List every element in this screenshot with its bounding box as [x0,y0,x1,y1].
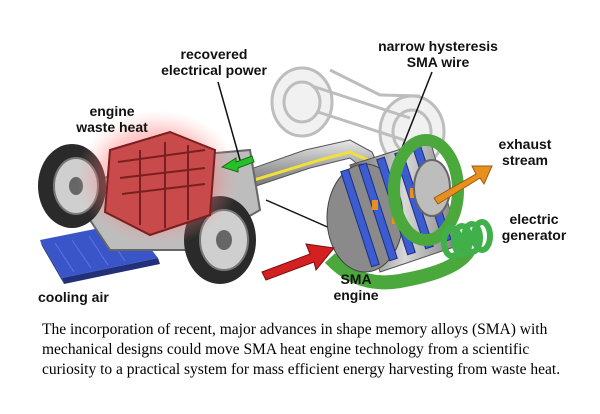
label-electric-generator: electric generator [501,211,567,243]
exhaust-stream-arrow [433,165,493,205]
hot-inlet-arrow [261,243,335,281]
label-recovered-power: recovered electrical power [161,46,267,78]
label-engine-waste-heat: engine waste heat [76,103,148,135]
sma-heat-engine-diagram: recovered electrical power engine waste … [38,38,567,305]
engine-block [76,110,240,246]
sma-engine [324,134,493,290]
label-sma-wire: narrow hysteresis SMA wire [378,38,498,70]
label-exhaust-stream: exhaust stream [498,136,552,168]
label-sma-engine: SMA engine [333,271,379,303]
generator-coil [441,219,493,259]
recovered-power-arrow [220,155,255,173]
label-cooling-air: cooling air [38,289,109,305]
sma-wire-line [214,150,373,194]
diagram-artwork [38,66,493,290]
figure-caption: The incorporation of recent, major advan… [42,321,561,378]
